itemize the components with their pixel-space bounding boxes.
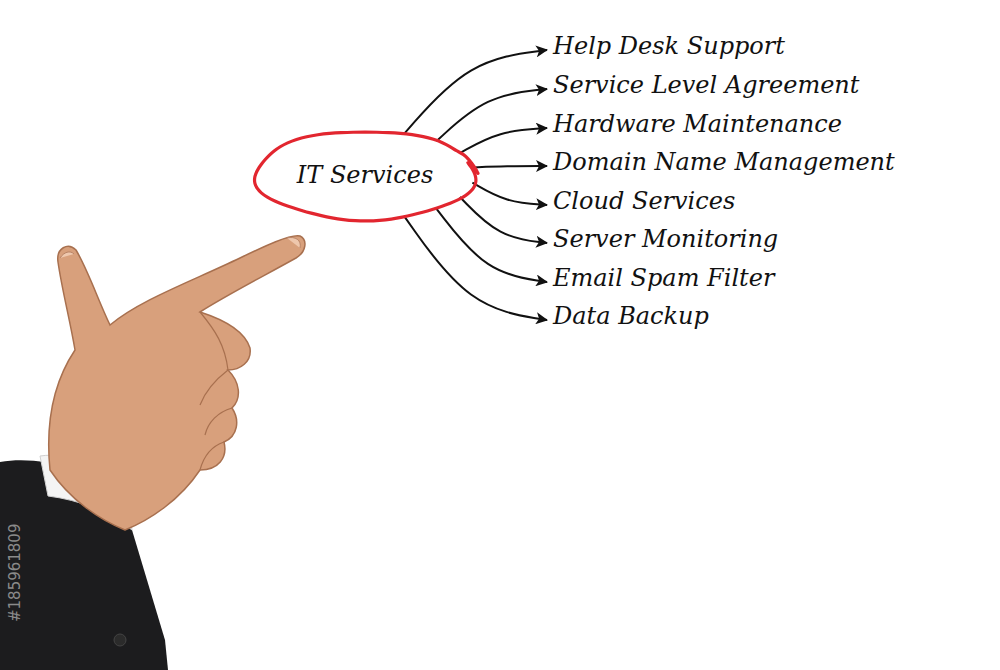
service-item: Service Level Agreement — [553, 71, 865, 104]
curved-arrow — [436, 89, 547, 141]
service-item: Server Monitoring — [553, 225, 784, 258]
curved-arrow — [460, 128, 547, 153]
central-ellipse: IT Services — [252, 128, 478, 223]
service-label: Data Backup — [553, 302, 715, 331]
fingernail — [287, 237, 300, 248]
service-label: Help Desk Support — [553, 32, 791, 61]
sleeve-button — [114, 634, 126, 646]
service-label: Hardware Maintenance — [553, 110, 848, 139]
curved-arrow — [460, 197, 547, 243]
service-item: Cloud Services — [553, 187, 741, 220]
service-item: Email Spam Filter — [553, 264, 780, 297]
service-label: Server Monitoring — [553, 225, 784, 254]
curved-arrow — [404, 217, 547, 320]
service-item: Data Backup — [553, 302, 715, 335]
service-label: Service Level Agreement — [553, 71, 865, 100]
knuckle-lines — [200, 370, 232, 470]
service-label: Domain Name Management — [553, 148, 901, 177]
service-label: Email Spam Filter — [553, 264, 780, 293]
finger-crease — [200, 312, 228, 370]
service-item: Hardware Maintenance — [553, 110, 848, 143]
service-item: Domain Name Management — [553, 148, 901, 181]
curved-arrow — [472, 183, 547, 205]
service-label: Cloud Services — [553, 187, 741, 216]
stock-id-watermark: #185961809 — [6, 524, 24, 622]
service-item: Help Desk Support — [553, 32, 791, 65]
curved-arrow — [472, 166, 547, 167]
thumbnail — [60, 252, 74, 258]
central-label: IT Services — [297, 161, 433, 190]
curved-arrow — [436, 209, 547, 282]
pointing-hand — [49, 236, 305, 530]
